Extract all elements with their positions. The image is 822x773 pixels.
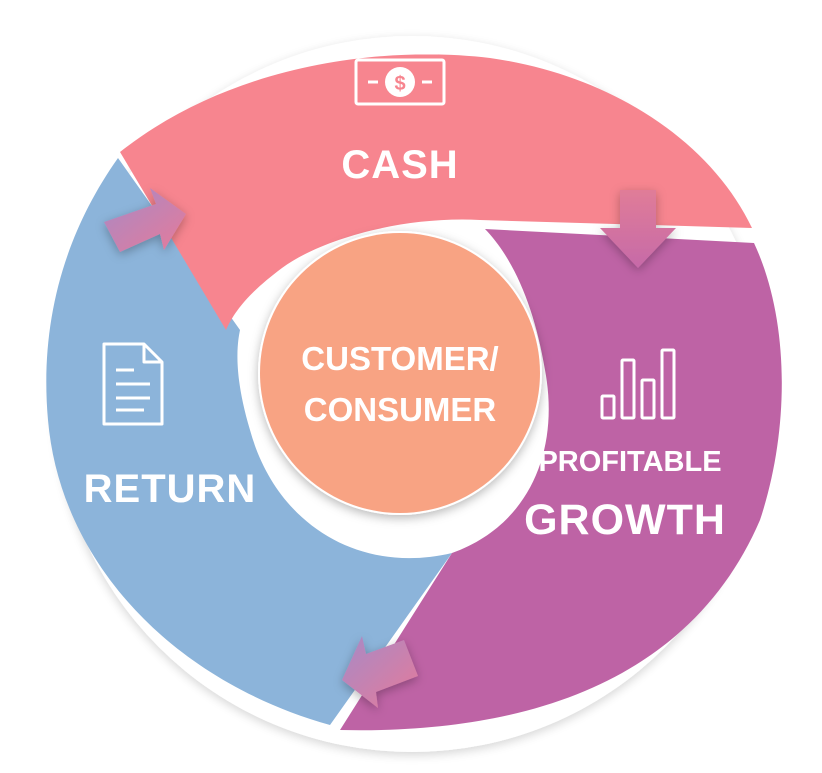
bar-chart-icon [600, 348, 676, 420]
center-label-line1: CUSTOMER/ [301, 340, 499, 377]
segment-label-growth-bottom: GROWTH [524, 496, 726, 544]
cash-icon: $ [354, 45, 446, 106]
segment-label-cash: CASH [341, 143, 459, 187]
center-label: CUSTOMER/ CONSUMER [262, 333, 538, 435]
center-label-line2: CONSUMER [303, 391, 497, 428]
segment-cash [120, 54, 752, 331]
arrow-return-to-cash [104, 188, 186, 252]
segment-label-return: RETURN [83, 467, 257, 511]
center-circle [260, 233, 540, 513]
arrow-cash-to-growth [600, 190, 676, 268]
segment-label-growth-top: PROFITABLE [538, 446, 722, 478]
document-icon [102, 342, 164, 426]
segment-profitable-growth [340, 229, 782, 731]
svg-text:$: $ [394, 73, 405, 95]
arrow-growth-to-return [342, 636, 418, 708]
segment-return [46, 158, 452, 725]
